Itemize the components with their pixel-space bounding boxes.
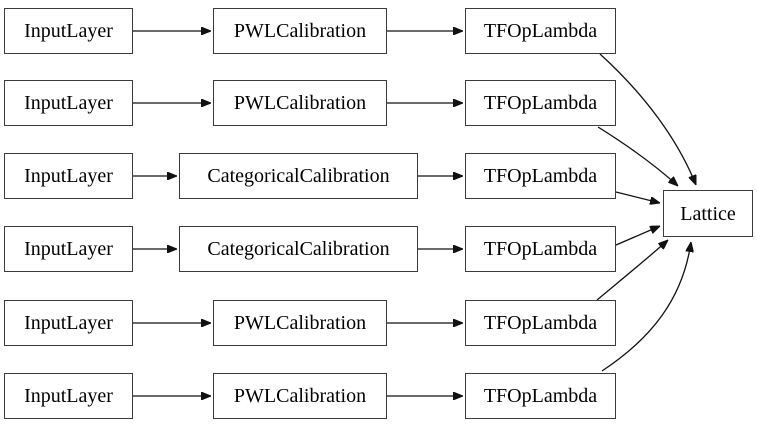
node-pwlcalibration-2: PWLCalibration [213,80,387,126]
node-inputlayer-2: InputLayer [4,80,133,126]
node-inputlayer-3: InputLayer [4,153,133,199]
node-inputlayer-5: InputLayer [4,300,133,346]
node-tfoplambda-4: TFOpLambda [465,226,616,272]
node-pwlcalibration-3: PWLCalibration [213,300,387,346]
node-categoricalcalibration-1: CategoricalCalibration [179,153,418,199]
node-tfoplambda-2: TFOpLambda [465,80,616,126]
edge-row3-lambda-to-lattice [615,191,660,203]
node-pwlcalibration-4: PWLCalibration [213,373,387,419]
edge-row1-lambda-to-lattice [599,53,697,185]
edge-row4-lambda-to-lattice [615,225,660,246]
node-tfoplambda-6: TFOpLambda [465,373,616,419]
node-inputlayer-1: InputLayer [4,8,133,54]
node-tfoplambda-5: TFOpLambda [465,300,616,346]
edge-row2-lambda-to-lattice [597,126,678,186]
node-categoricalcalibration-2: CategoricalCalibration [179,226,418,272]
node-tfoplambda-3: TFOpLambda [465,153,616,199]
node-inputlayer-6: InputLayer [4,373,133,419]
node-pwlcalibration-1: PWLCalibration [213,8,387,54]
edge-row5-lambda-to-lattice [596,240,668,301]
edge-row6-lambda-to-lattice [601,242,691,372]
node-inputlayer-4: InputLayer [4,226,133,272]
node-lattice: Lattice [663,190,753,237]
node-tfoplambda-1: TFOpLambda [465,8,616,54]
